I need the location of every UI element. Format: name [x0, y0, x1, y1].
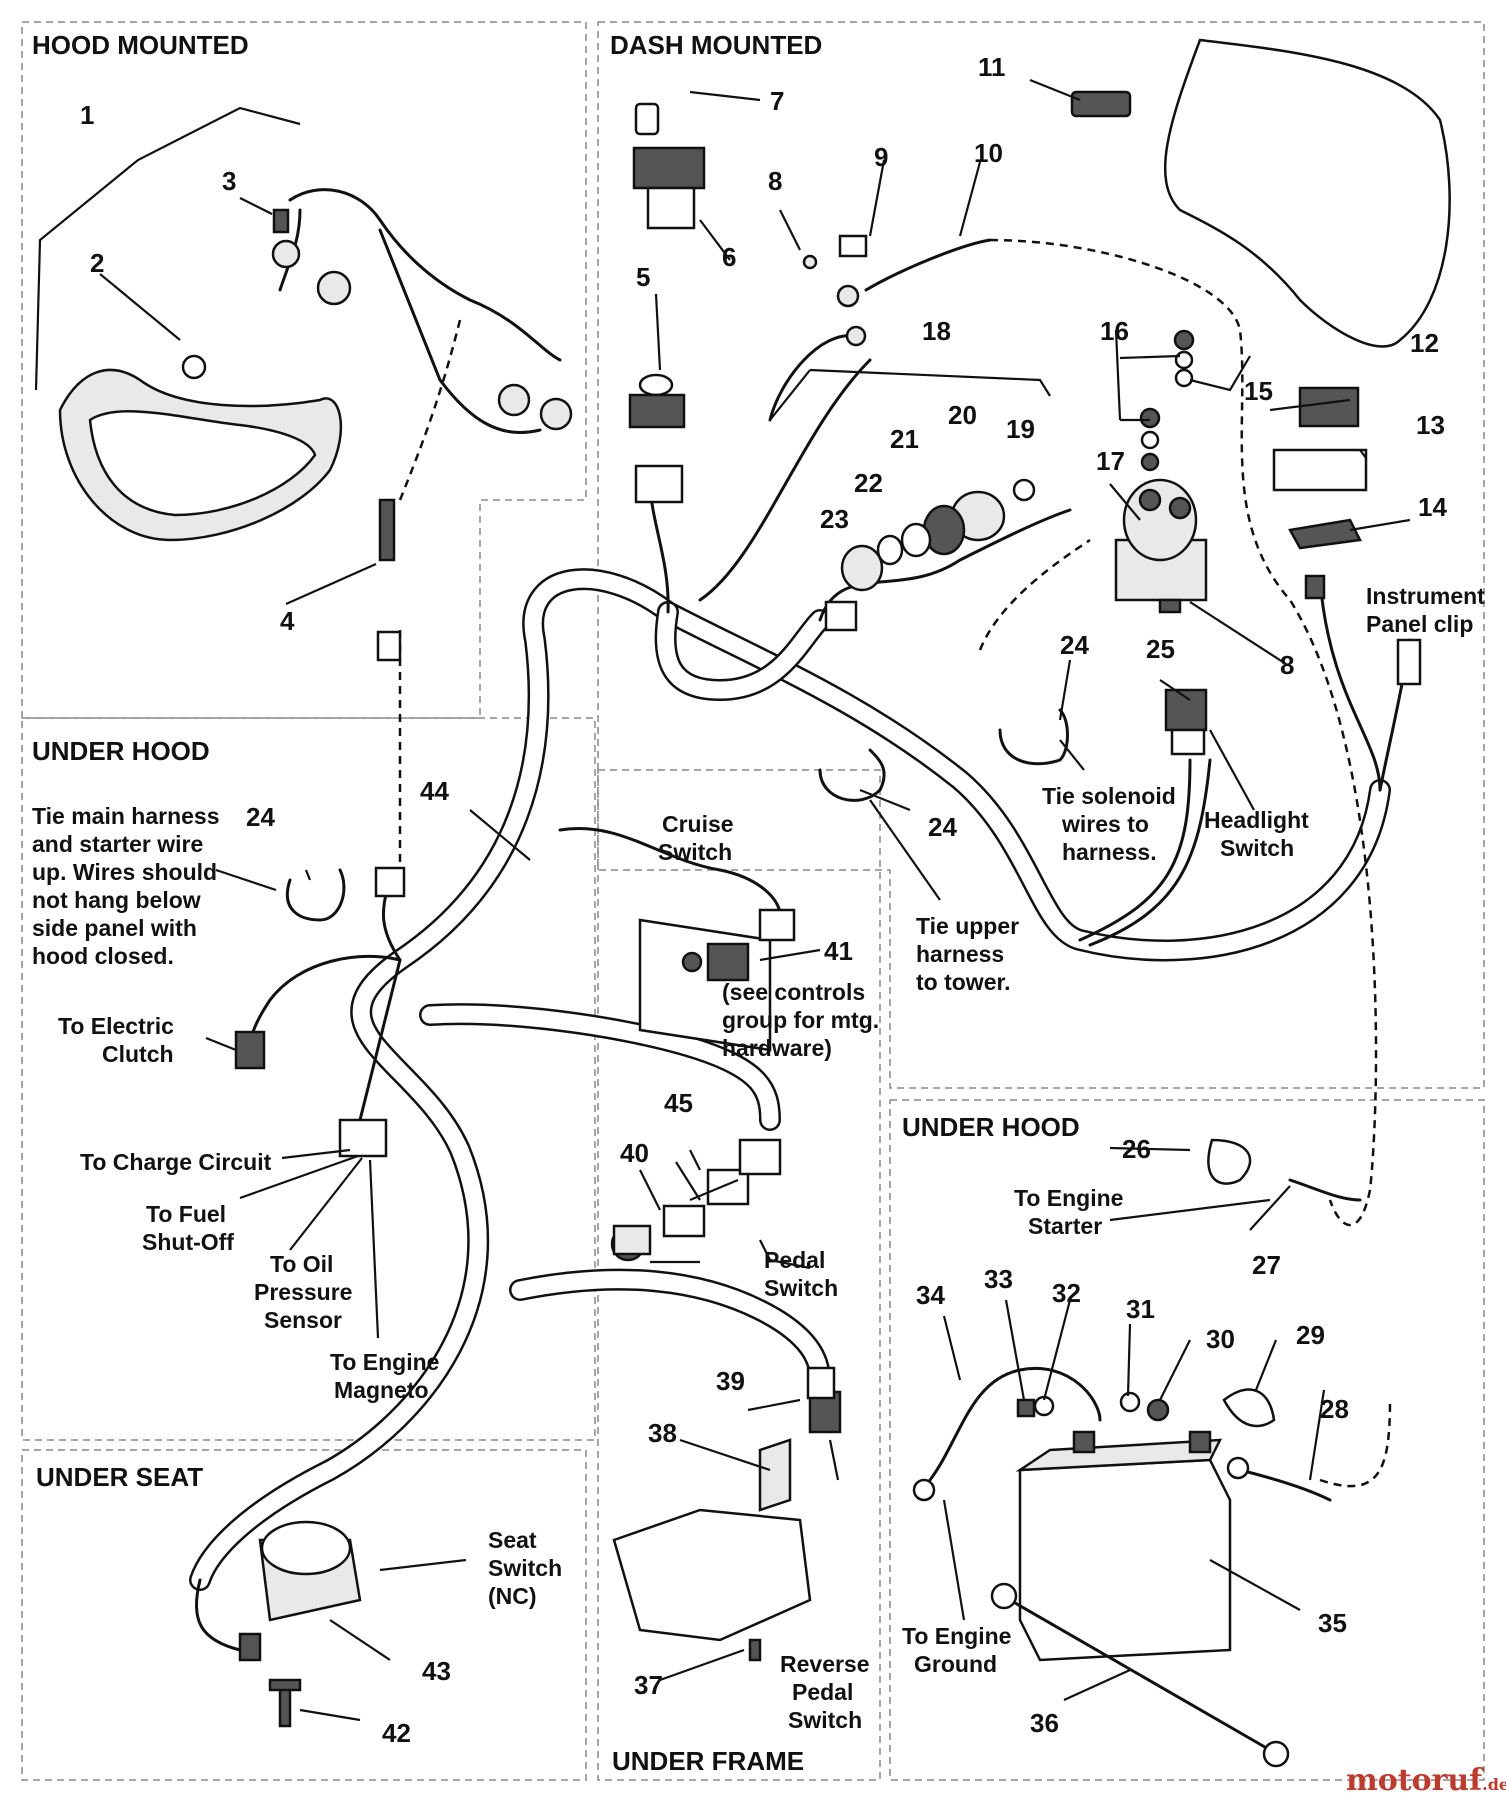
callout-16: 16 [1100, 316, 1129, 346]
note-electric-clutch: To Electric Clutch [58, 1013, 180, 1067]
note-cruise-switch: Cruise Switch [658, 811, 740, 865]
callout-2: 2 [90, 248, 104, 278]
callout-numbers: 1 2 3 4 5 6 7 8 8 9 10 11 12 13 14 15 16… [80, 52, 1447, 1748]
callout-41: 41 [824, 936, 853, 966]
dashed-wire-starter [989, 238, 1378, 1227]
callout-30: 30 [1206, 1324, 1235, 1354]
dashed-wire-light [398, 319, 462, 501]
callout-22: 22 [854, 468, 883, 498]
callout-37: 37 [634, 1670, 663, 1700]
leader-lines [34, 78, 1411, 1722]
note-engine-magneto: To Engine Magneto [330, 1349, 446, 1403]
callout-19: 19 [1006, 414, 1035, 444]
callout-9: 9 [874, 142, 888, 172]
callout-31: 31 [1126, 1294, 1155, 1324]
section-under-hood-right: UNDER HOOD [902, 1112, 1080, 1142]
note-engine-starter: To Engine Starter [1014, 1185, 1130, 1239]
headlight-assembly [58, 188, 573, 662]
callout-20: 20 [948, 400, 977, 430]
callout-12: 12 [1410, 328, 1439, 358]
under-frame-components [610, 908, 842, 1662]
callout-18: 18 [922, 316, 951, 346]
callout-43: 43 [422, 1656, 451, 1686]
watermark-tld: .de [1482, 1775, 1506, 1794]
callout-36: 36 [1030, 1708, 1059, 1738]
note-headlight-switch: Headlight Switch [1204, 807, 1315, 861]
section-under-frame: UNDER FRAME [612, 1746, 804, 1776]
note-seat-switch: Seat Switch (NC) [488, 1527, 569, 1609]
note-tie-solenoid: Tie solenoid wires to harness. [1042, 783, 1182, 865]
annotation-notes: Instrument Panel clip Tie solenoid wires… [32, 583, 1491, 1733]
callout-29: 29 [1296, 1320, 1325, 1350]
callout-7: 7 [770, 86, 784, 116]
watermark: motoruf.de [1346, 1763, 1506, 1798]
callout-34: 34 [916, 1280, 945, 1310]
callout-39: 39 [716, 1366, 745, 1396]
note-fuel-shutoff: To Fuel Shut-Off [142, 1201, 234, 1255]
seat-switch-assembly [194, 1520, 362, 1728]
callout-11: 11 [978, 52, 1006, 82]
callout-42: 42 [382, 1718, 411, 1748]
callout-27: 27 [1252, 1250, 1281, 1280]
section-under-hood-left: UNDER HOOD [32, 736, 210, 766]
section-hood-mounted: HOOD MOUNTED [32, 30, 249, 60]
note-oil-pressure: To Oil Pressure Sensor [254, 1251, 359, 1333]
callout-24b: 24 [928, 812, 957, 842]
callout-45: 45 [664, 1088, 693, 1118]
dashed-wire-solenoid [978, 538, 1091, 651]
callout-23: 23 [820, 504, 849, 534]
callout-24a: 24 [1060, 630, 1089, 660]
main-harness [189, 358, 1412, 1591]
watermark-name: motoruf [1346, 1763, 1484, 1798]
note-engine-ground: To Engine Ground [902, 1623, 1018, 1677]
callout-33: 33 [984, 1264, 1013, 1294]
callout-35: 35 [1318, 1608, 1347, 1638]
callout-44: 44 [420, 776, 449, 806]
callout-26: 26 [1122, 1134, 1151, 1164]
section-frames [21, 21, 1485, 1781]
callout-13: 13 [1416, 410, 1445, 440]
battery-components [912, 1138, 1362, 1768]
note-instrument-panel: Instrument Panel clip [1366, 583, 1491, 637]
dash-components [628, 38, 1451, 802]
note-charge-circuit: To Charge Circuit [80, 1149, 272, 1175]
callout-6: 6 [722, 242, 736, 272]
note-tie-upper: Tie upper harness to tower. [916, 913, 1026, 995]
section-dash-mounted: DASH MOUNTED [610, 30, 822, 60]
callout-8b: 8 [1280, 650, 1294, 680]
note-tie-main-harness: Tie main harness and starter wire up. Wi… [32, 803, 226, 969]
callout-14: 14 [1418, 492, 1447, 522]
callout-38: 38 [648, 1418, 677, 1448]
callout-24c: 24 [246, 802, 275, 832]
note-reverse-pedal: Reverse Pedal Switch [780, 1651, 876, 1733]
dashed-wire-battery [1319, 1399, 1392, 1488]
section-under-seat: UNDER SEAT [36, 1462, 203, 1492]
callout-5: 5 [636, 262, 650, 292]
callout-21: 21 [890, 424, 919, 454]
callout-3: 3 [222, 166, 236, 196]
callout-15: 15 [1244, 376, 1273, 406]
callout-10: 10 [974, 138, 1003, 168]
callout-25: 25 [1146, 634, 1175, 664]
callout-17: 17 [1096, 446, 1125, 476]
callout-32: 32 [1052, 1278, 1081, 1308]
callout-40: 40 [620, 1138, 649, 1168]
callout-28: 28 [1320, 1394, 1349, 1424]
callout-4: 4 [280, 606, 295, 636]
note-see-controls: (see controls group for mtg. hardware) [722, 979, 886, 1061]
callout-8a: 8 [768, 166, 782, 196]
note-pedal-switch: Pedal Switch [764, 1247, 838, 1301]
callout-1: 1 [80, 100, 94, 130]
